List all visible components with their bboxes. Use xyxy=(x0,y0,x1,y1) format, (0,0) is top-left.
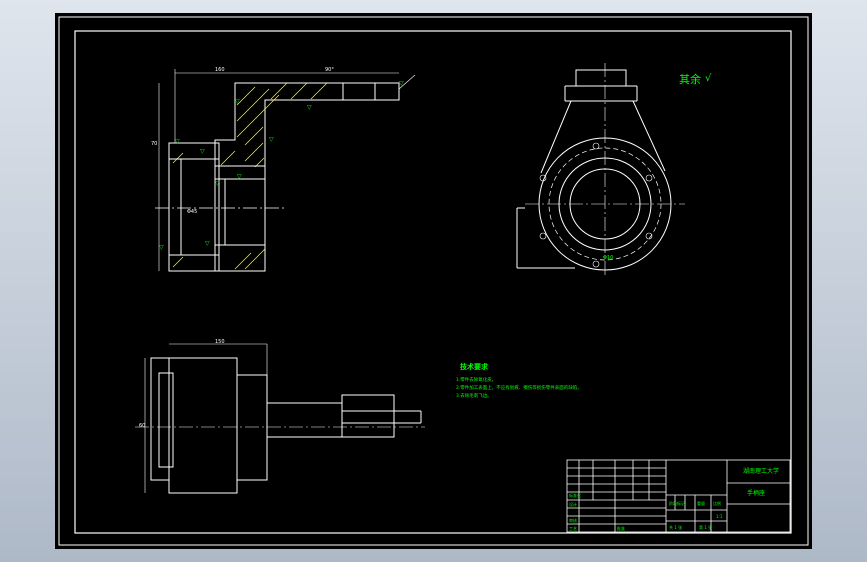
title-block xyxy=(566,459,791,533)
title-stage-label: 阶段标记 xyxy=(669,500,685,506)
drawing-canvas: 160 90° 70 Φ45 ▽ ▽ ▽ ▽ ▽ ▽ ▽ ▽ ▽ ▽ xyxy=(58,16,809,546)
roughness-mark-9: ▽ xyxy=(269,136,274,143)
title-sheet-no: 第 1 张 xyxy=(699,524,712,530)
cad-viewport[interactable]: 160 90° 70 Φ45 ▽ ▽ ▽ ▽ ▽ ▽ ▽ ▽ ▽ ▽ xyxy=(55,13,812,549)
roughness-mark-3: ▽ xyxy=(175,138,180,145)
roughness-mark-10: ▽ xyxy=(399,80,404,87)
roughness-note-text: 其余 xyxy=(679,72,701,86)
title-design-label: 设计 xyxy=(569,501,577,507)
sheet-outer-border xyxy=(58,16,809,546)
dim-top-overall: 160 xyxy=(215,67,225,73)
roughness-mark-8: ▽ xyxy=(205,240,210,247)
title-block-text: 湖南理工大学 手柄座 阶段标记 重量 比例 1:1 共 1 张 第 1 张 标准… xyxy=(569,467,779,531)
tech-req-item-1: 1.零件去除氧化皮。 xyxy=(456,376,496,383)
title-approve-label: 批准 xyxy=(617,525,625,531)
roughness-symbol: √ xyxy=(705,73,712,84)
dim-bottom-height: 60 xyxy=(139,423,145,429)
roughness-mark-7: ▽ xyxy=(159,244,164,251)
title-weight-label: 重量 xyxy=(697,500,705,506)
sheet-inner-border xyxy=(74,30,792,534)
front-view-annotations: 160 90° 70 Φ45 ▽ ▽ ▽ ▽ ▽ ▽ ▽ ▽ ▽ ▽ xyxy=(151,67,404,251)
roughness-note: 其余 √ xyxy=(679,72,712,86)
roughness-mark-4: ▽ xyxy=(200,148,205,155)
dim-bore: Φ45 xyxy=(187,209,197,215)
tech-requirements: 技术要求 1.零件去除氧化皮。 2.零件加工表面上，不应有划痕、擦伤等损伤零件表… xyxy=(456,362,582,399)
roughness-mark-5: ▽ xyxy=(215,180,220,187)
hatch-pattern xyxy=(172,82,328,270)
dim-bottom-width: 150 xyxy=(215,339,225,345)
title-sheet-label: 共 1 张 xyxy=(669,524,682,530)
roughness-mark-1: ▽ xyxy=(235,98,240,105)
dim-top-arm: 90° xyxy=(325,67,334,73)
roughness-mark-6: ▽ xyxy=(237,173,242,180)
top-view xyxy=(516,63,685,278)
title-scale-label: 比例 xyxy=(713,500,721,506)
title-part-name: 手柄座 xyxy=(747,489,765,497)
title-process-label: 工艺 xyxy=(569,526,577,531)
title-check-label: 审核 xyxy=(569,517,577,523)
title-scale: 1:1 xyxy=(716,514,723,519)
tech-req-item-2: 2.零件加工表面上，不应有划痕、擦伤等损伤零件表面的缺陷。 xyxy=(456,384,582,391)
side-view xyxy=(135,343,425,494)
title-standardize-label: 标准化 xyxy=(569,492,581,498)
tech-requirements-title: 技术要求 xyxy=(460,362,489,371)
dim-hole: Φ10 xyxy=(603,255,613,261)
front-section-view xyxy=(155,69,416,272)
dim-left-height: 70 xyxy=(151,141,157,147)
title-school: 湖南理工大学 xyxy=(743,467,779,475)
roughness-mark-2: ▽ xyxy=(307,104,312,111)
tech-req-item-3: 3.去除毛刺飞边。 xyxy=(456,392,492,399)
